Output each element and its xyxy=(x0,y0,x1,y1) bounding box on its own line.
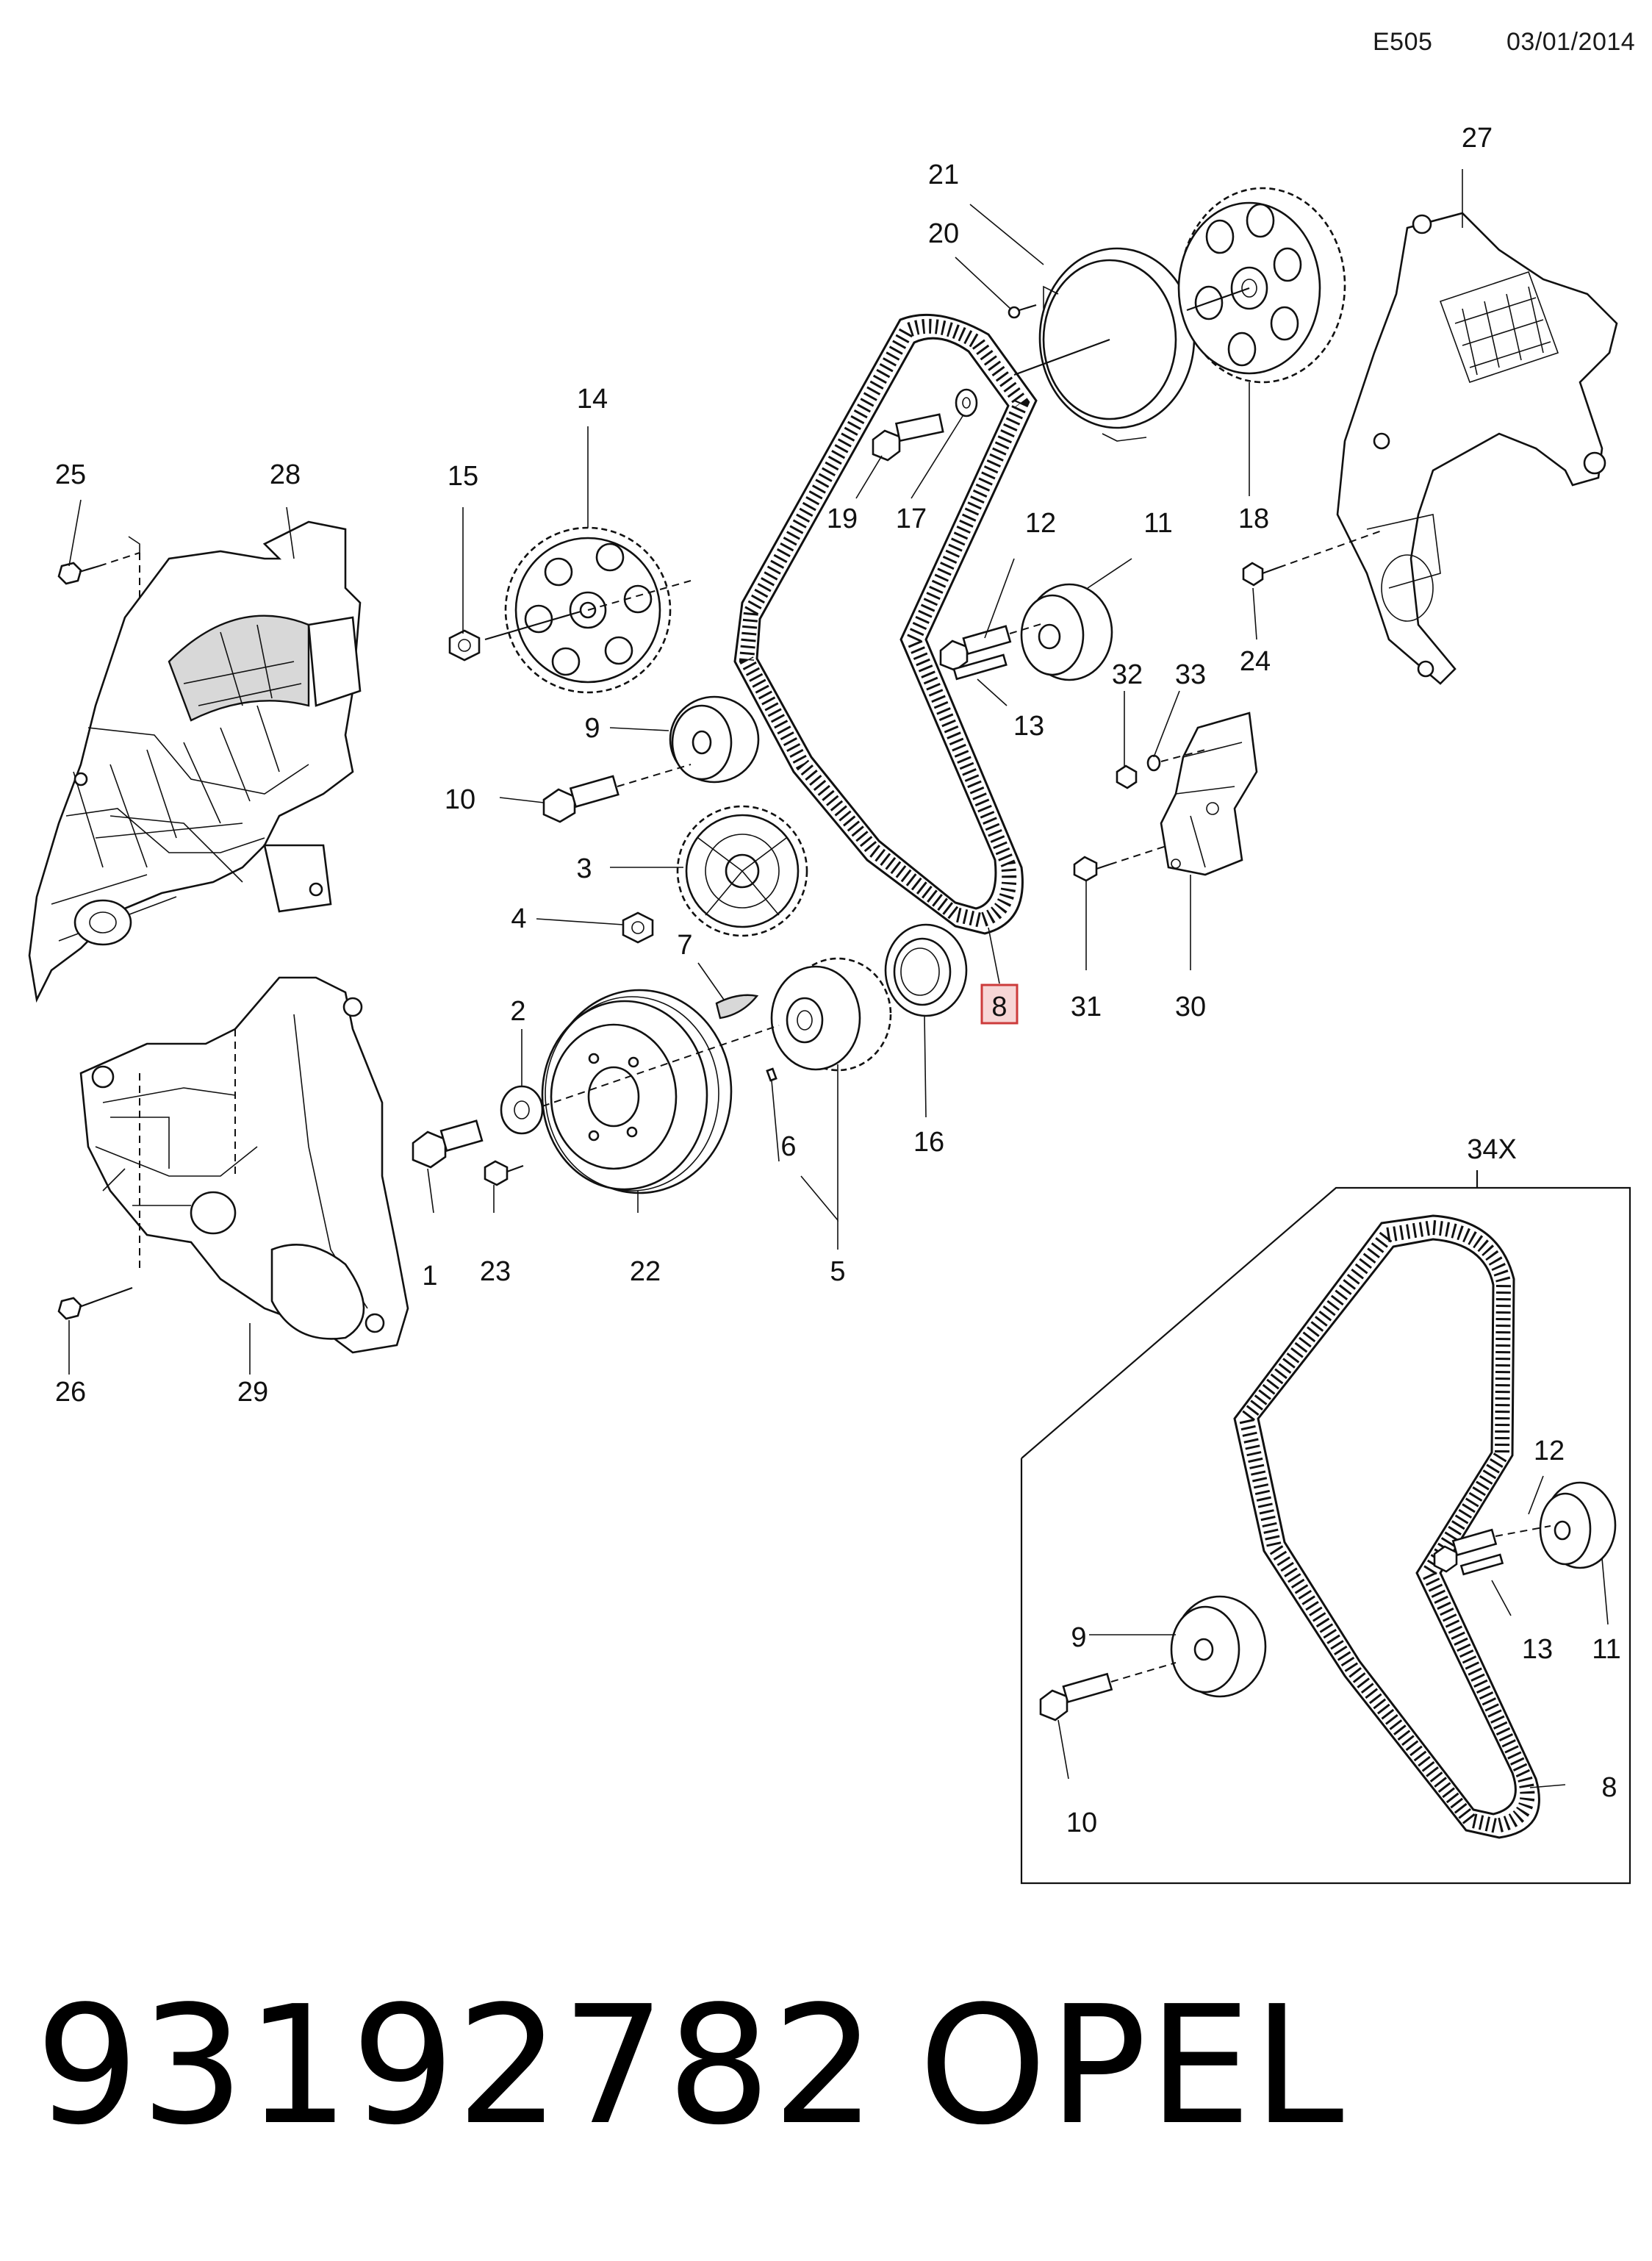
callout-23: 23 xyxy=(480,1256,511,1287)
callout-33: 33 xyxy=(1175,659,1206,690)
kit-34x-box xyxy=(1020,1170,1631,1885)
callout-4: 4 xyxy=(511,903,526,934)
kit-callout-9: 9 xyxy=(1071,1622,1086,1653)
bolt-12 xyxy=(939,623,1044,672)
idler-pulley-9 xyxy=(669,695,760,784)
bracket-30 xyxy=(1160,712,1258,876)
callout-15: 15 xyxy=(448,461,478,492)
callout-13: 13 xyxy=(1013,711,1044,742)
kit-bolt xyxy=(1039,1662,1177,1721)
nut-15 xyxy=(448,629,481,662)
tensioner-11 xyxy=(1020,583,1113,681)
screw-32 xyxy=(1116,764,1138,789)
callout-19: 19 xyxy=(827,504,858,534)
sensor-wheel-21 xyxy=(1013,247,1196,442)
timing-belt-8 xyxy=(733,313,1038,935)
callout-18: 18 xyxy=(1238,504,1269,534)
kit-tensioner xyxy=(1433,1481,1617,1576)
kit-timing-belt xyxy=(1233,1214,1540,1839)
callout-20: 20 xyxy=(928,218,959,249)
callout-9: 9 xyxy=(584,713,600,744)
diagram-code: E505 xyxy=(1373,28,1433,56)
lower-timing-cover xyxy=(79,976,409,1354)
screw-31 xyxy=(1073,845,1169,882)
callout-24: 24 xyxy=(1240,646,1271,677)
kit-callout-10: 10 xyxy=(1066,1807,1097,1838)
pin-6 xyxy=(766,1067,777,1082)
screw-20 xyxy=(1008,304,1037,319)
leader-lines xyxy=(68,169,1609,1788)
callout-12: 12 xyxy=(1025,508,1056,539)
callout-8: 8 xyxy=(991,992,1007,1022)
diagram-date: 03/01/2014 xyxy=(1506,28,1636,56)
bolt-19 xyxy=(872,413,944,462)
callout-28: 28 xyxy=(270,459,301,490)
callout-10: 10 xyxy=(445,784,475,815)
callout-27: 27 xyxy=(1462,123,1493,154)
kit-idler-pulley xyxy=(1170,1595,1267,1698)
callout-32: 32 xyxy=(1112,659,1143,690)
highlighted-callout-box xyxy=(980,983,1019,1025)
callout-3: 3 xyxy=(576,853,592,884)
crank-gear-5 xyxy=(770,957,892,1072)
callout-26: 26 xyxy=(55,1377,86,1408)
camshaft-sprocket-14 xyxy=(484,526,692,694)
kit-title-34x: 34X xyxy=(1467,1134,1517,1165)
kit-callout-12: 12 xyxy=(1534,1436,1565,1466)
part-number: 93192782 xyxy=(35,1971,877,2161)
callout-7: 7 xyxy=(677,930,692,961)
callout-31: 31 xyxy=(1071,992,1102,1022)
nut-4 xyxy=(622,911,654,944)
callout-29: 29 xyxy=(237,1377,268,1408)
bolt-25 xyxy=(57,552,140,603)
rear-timing-cover-27 xyxy=(1336,212,1618,685)
callout-22: 22 xyxy=(630,1256,661,1287)
bolt-24 xyxy=(1242,530,1382,587)
washer-2 xyxy=(500,1025,780,1135)
kit-callout-11: 11 xyxy=(1592,1634,1620,1665)
bolt-10 xyxy=(542,764,692,823)
bolt-1 xyxy=(412,1119,484,1169)
callout-1: 1 xyxy=(422,1261,437,1291)
crankshaft-pulley-22 xyxy=(541,989,733,1194)
callout-17: 17 xyxy=(896,504,927,534)
camshaft-sprocket-18 xyxy=(1177,187,1346,384)
callout-11: 11 xyxy=(1143,508,1172,539)
oil-seal-16 xyxy=(884,923,968,1017)
washer-17 xyxy=(955,388,978,418)
callout-30: 30 xyxy=(1175,992,1206,1022)
callout-5: 5 xyxy=(830,1256,845,1287)
bolt-23 xyxy=(484,1160,524,1186)
kit-callout-8: 8 xyxy=(1601,1772,1617,1803)
stud-13 xyxy=(952,653,1008,681)
brand-name: OPEL xyxy=(919,1971,1346,2161)
upper-timing-cover xyxy=(28,520,362,1003)
kit-callout-13: 13 xyxy=(1522,1634,1553,1665)
callout-16: 16 xyxy=(913,1127,944,1158)
callout-2: 2 xyxy=(510,996,525,1027)
woodruff-key-7 xyxy=(715,994,759,1020)
callout-21: 21 xyxy=(928,160,959,190)
callout-14: 14 xyxy=(577,384,608,415)
callout-25: 25 xyxy=(55,459,86,490)
callout-labels: 1 2 3 4 5 6 7 8 9 10 11 12 13 14 15 16 1… xyxy=(55,123,1621,1838)
callout-6: 6 xyxy=(780,1131,796,1162)
crankshaft-sprocket-3 xyxy=(676,805,808,937)
bolt-26 xyxy=(57,1286,133,1320)
